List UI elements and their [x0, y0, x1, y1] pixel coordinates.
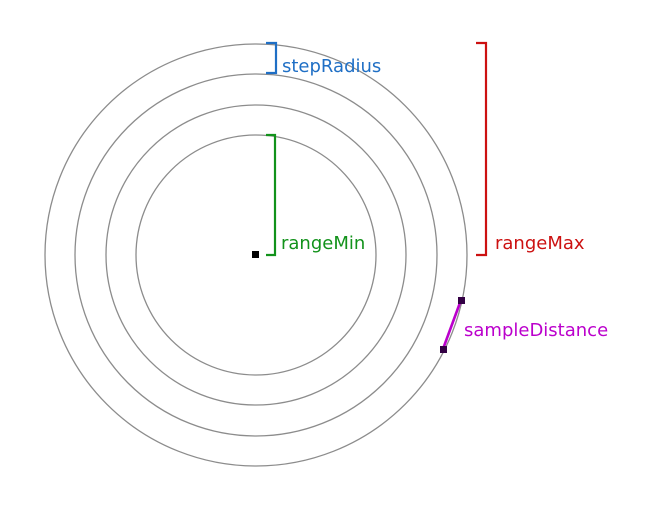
- circle-ring-2: [105, 104, 407, 406]
- sample-point-upper: [458, 297, 465, 304]
- range-min-label: rangeMin: [281, 233, 365, 254]
- circle-ring-3: [74, 73, 438, 437]
- center-point: [252, 251, 259, 258]
- concentric-circles: [44, 43, 468, 467]
- range-max-label: rangeMax: [495, 233, 585, 254]
- circle-ring-1: [135, 134, 377, 376]
- sample-distance-segment: [441, 299, 463, 350]
- sample-distance-label: sampleDistance: [464, 320, 608, 341]
- range-min-bracket: [266, 133, 277, 257]
- step-radius-label: stepRadius: [282, 56, 381, 77]
- range-max-bracket: [476, 41, 488, 257]
- sample-point-lower: [440, 346, 447, 353]
- step-radius-bracket: [266, 41, 278, 75]
- circle-ring-4: [44, 43, 468, 467]
